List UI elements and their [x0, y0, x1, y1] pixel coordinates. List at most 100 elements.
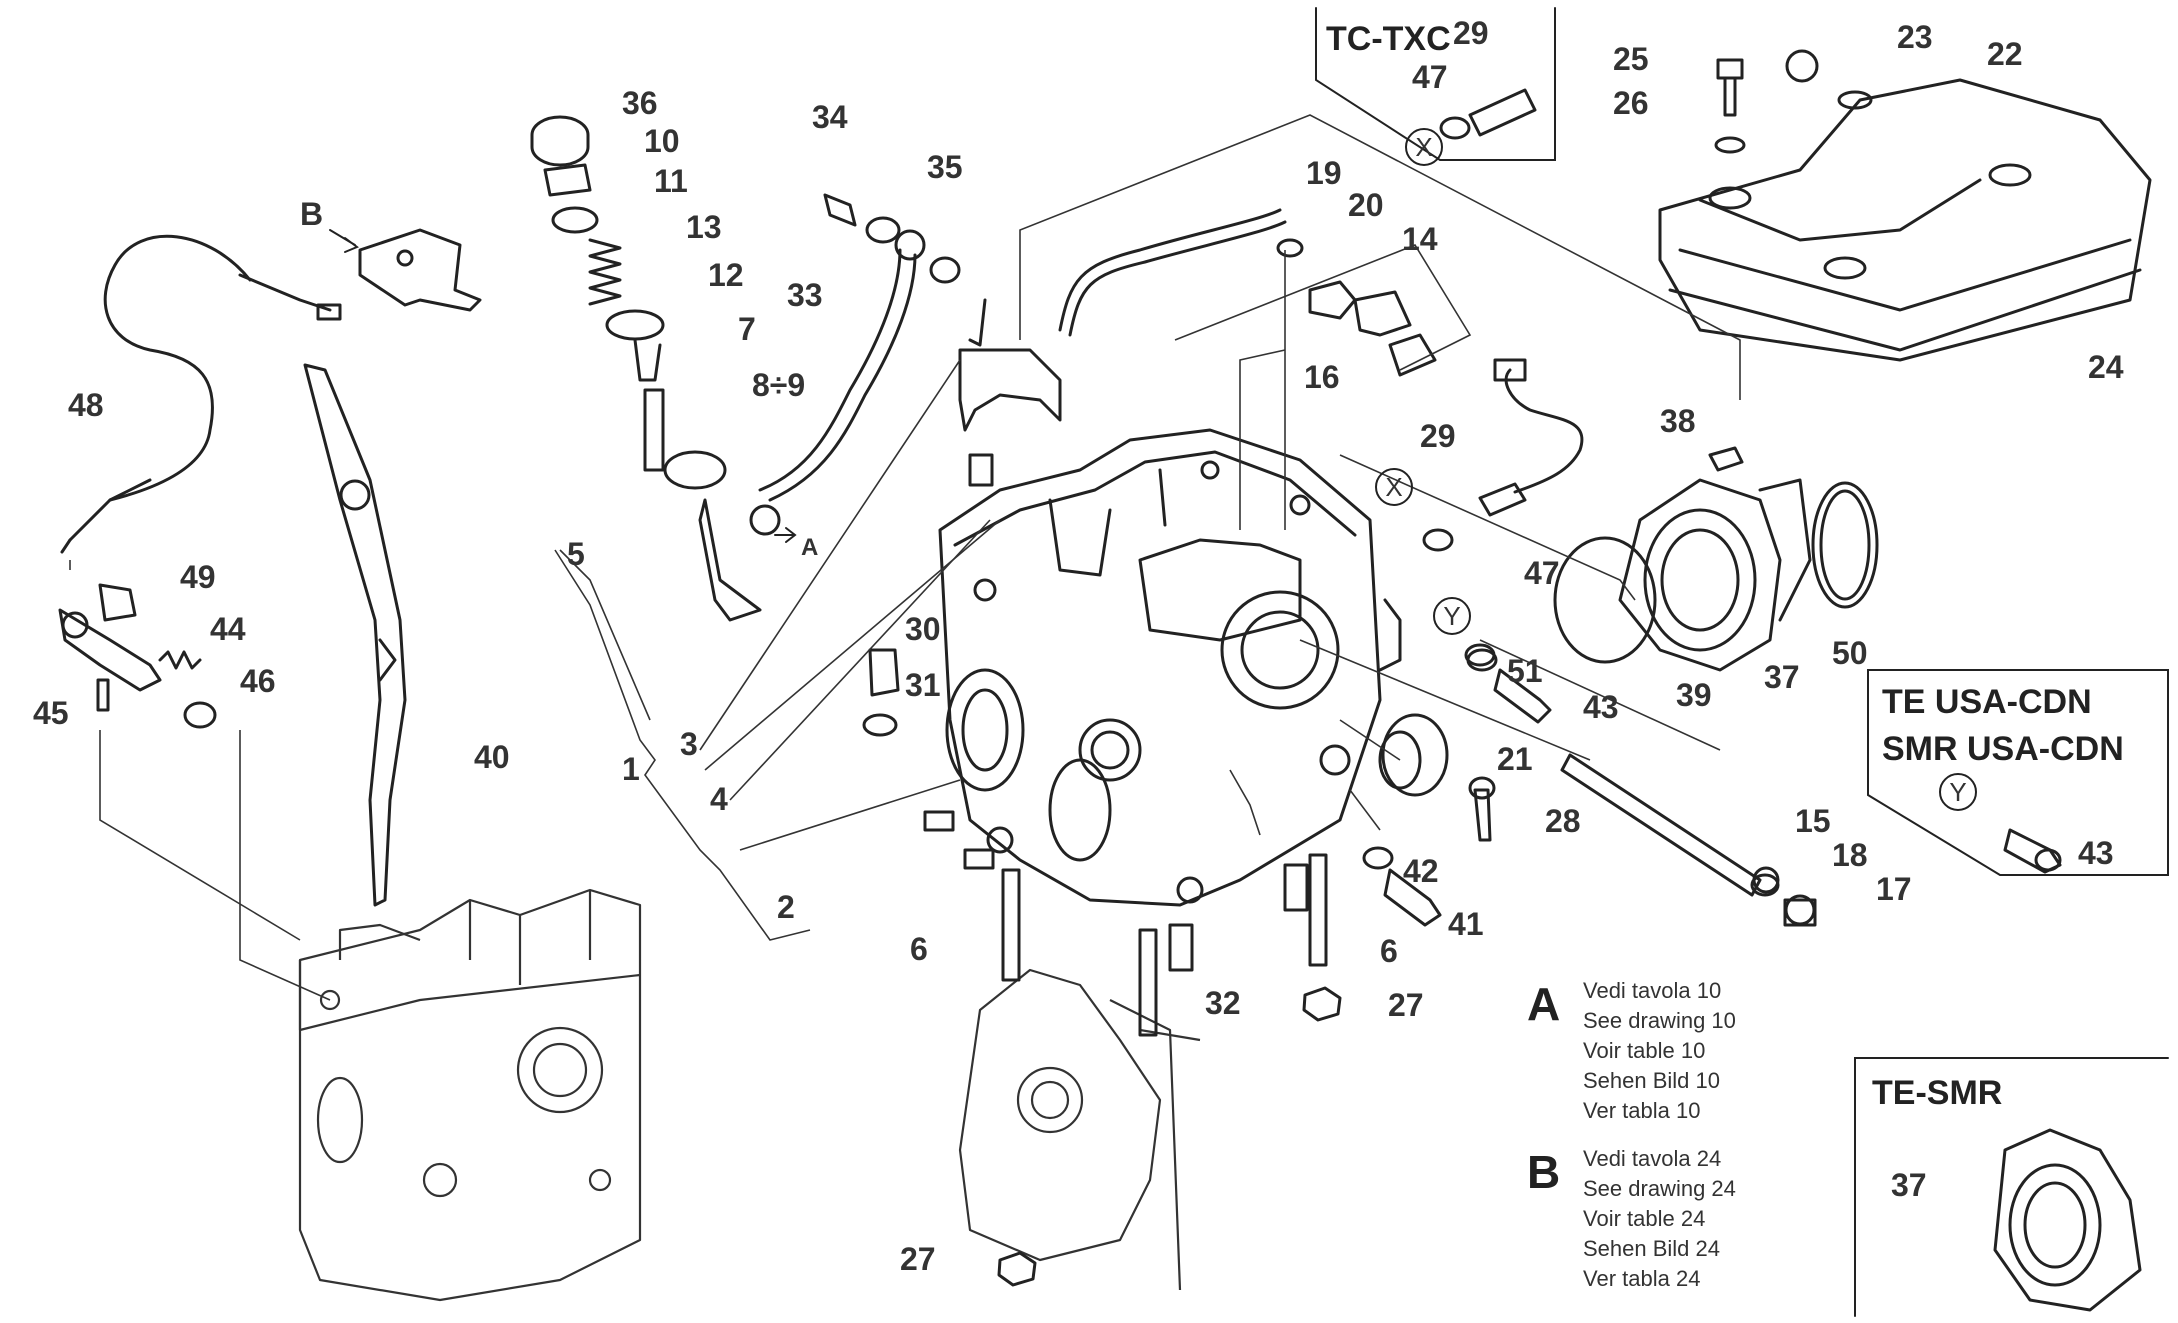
dowels-32	[1168, 863, 1309, 972]
svg-text:Y: Y	[1443, 601, 1460, 631]
callout-4: 4	[710, 781, 728, 817]
svg-text:See drawing 10: See drawing 10	[1583, 1008, 1736, 1033]
callout-24: 24	[2088, 349, 2124, 385]
callout-21: 21	[1497, 741, 1533, 777]
callout-44: 44	[210, 611, 246, 647]
bolt-41	[1362, 846, 1442, 927]
callout-20: 20	[1348, 187, 1384, 223]
callout-32: 32	[1205, 985, 1241, 1021]
temp-sensor-29	[1478, 358, 1584, 517]
callout-29a: 29	[1453, 15, 1489, 51]
callout-49: 49	[180, 559, 216, 595]
svg-text:B: B	[300, 196, 323, 232]
shaft-15	[1560, 753, 1816, 926]
callout-3: 3	[680, 726, 698, 762]
callout-45: 45	[33, 695, 69, 731]
callout-22: 22	[1987, 36, 2023, 72]
callout-27a: 27	[1388, 987, 1424, 1023]
svg-text:X: X	[1415, 132, 1432, 162]
plugs-2	[923, 810, 995, 870]
spring-44-washer-46-pin-45	[96, 650, 217, 729]
svg-text:Vedi tavola 24: Vedi tavola 24	[1583, 1146, 1721, 1171]
callout-29b: 29	[1420, 418, 1456, 454]
decompressor-shaft-49	[58, 583, 162, 692]
callout-33: 33	[787, 277, 823, 313]
callout-35: 35	[927, 149, 963, 185]
reference-letter-b: B	[1527, 1146, 1560, 1198]
bracket-b	[358, 228, 482, 312]
callout-10: 10	[644, 123, 680, 159]
nuts-27	[997, 986, 1342, 1287]
callout-43b: 43	[2078, 835, 2114, 871]
callout-25: 25	[1613, 41, 1649, 77]
svg-text:Voir table 24: Voir table 24	[1583, 1206, 1705, 1231]
callout-37b: 37	[1891, 1167, 1927, 1203]
callout-40: 40	[474, 739, 510, 775]
tc-txc-sensor-29	[1439, 88, 1537, 140]
bearing-21	[1378, 713, 1449, 797]
callout-2: 2	[777, 889, 795, 925]
callout-27b: 27	[900, 1241, 936, 1277]
variant-box-te-smr: TE-SMR	[1854, 1057, 2169, 1317]
variant-label-tc-txc: TC-TXC	[1326, 20, 1451, 58]
svg-text:Sehen Bild 24: Sehen Bild 24	[1583, 1236, 1720, 1261]
part-callouts: 1 2 3 4 5 6 6 7 8÷9 10 11 12 13 14 15 16…	[33, 15, 2124, 1277]
callout-38: 38	[1660, 403, 1696, 439]
callout-6a: 6	[910, 931, 928, 967]
callout-11: 11	[654, 163, 688, 199]
callout-39: 39	[1676, 677, 1712, 713]
variant-label-smr-usa-cdn: SMR USA-CDN	[1882, 730, 2124, 768]
callout-47b: 47	[1524, 555, 1560, 591]
callout-19: 19	[1306, 155, 1342, 191]
callout-46: 46	[240, 663, 276, 699]
variant-box-tc-txc: TC-TXC	[1315, 7, 1556, 161]
clips-14-16	[1308, 280, 1437, 377]
valve-cover-bolt-25-26	[1714, 49, 1819, 154]
reference-note-b: B Vedi tavola 24 See drawing 24 Voir tab…	[1527, 1146, 1736, 1291]
callout-14: 14	[1402, 221, 1438, 257]
svg-text:Ver tabla 24: Ver tabla 24	[1583, 1266, 1700, 1291]
cylinder-head-ghost-drawing	[298, 888, 642, 1302]
valve-train	[530, 115, 762, 622]
te-smr-intake-37	[1993, 1128, 2142, 1312]
callout-34: 34	[812, 99, 848, 135]
svg-text:See drawing 24: See drawing 24	[1583, 1176, 1736, 1201]
hose-clamp-50	[1811, 481, 1879, 609]
callout-28: 28	[1545, 803, 1581, 839]
bolt-28	[1468, 776, 1496, 842]
callout-7: 7	[738, 311, 756, 347]
plug-38	[1708, 446, 1744, 472]
intake-manifold-37	[1618, 478, 1812, 672]
callout-41: 41	[1448, 906, 1484, 942]
callout-13: 13	[686, 209, 722, 245]
chain-tensioner-guide-40	[303, 363, 407, 907]
cam-cap-and-dowels	[958, 298, 1062, 487]
o-ring-39	[1553, 536, 1657, 664]
leader-lines	[69, 114, 1741, 1001]
callout-1: 1	[622, 751, 640, 787]
cylinder-head-main	[938, 428, 1402, 907]
usa-cdn-bolt-43	[2003, 828, 2062, 874]
svg-text:Y: Y	[1949, 777, 1966, 807]
callout-36: 36	[622, 85, 658, 121]
callout-47a: 47	[1412, 59, 1448, 95]
callout-15: 15	[1795, 803, 1831, 839]
callout-23: 23	[1897, 19, 1933, 55]
variant-label-te-smr: TE-SMR	[1872, 1074, 2002, 1112]
reference-letter-a: A	[1527, 978, 1560, 1030]
svg-text:X: X	[1385, 472, 1402, 502]
callout-43a: 43	[1583, 689, 1619, 725]
grommet-30-31	[862, 648, 900, 737]
callout-51: 51	[1507, 653, 1543, 689]
marker-x-tc-txc: X	[1405, 128, 1443, 166]
reference-note-a: A Vedi tavola 10 See drawing 10 Voir tab…	[1527, 978, 1736, 1123]
callout-18: 18	[1832, 837, 1868, 873]
variant-label-te-usa-cdn: TE USA-CDN	[1882, 683, 2092, 721]
callout-6b: 6	[1380, 933, 1398, 969]
callout-30: 30	[905, 611, 941, 647]
studs-6	[1001, 853, 1328, 1037]
oil-line-33	[749, 193, 961, 536]
callout-12: 12	[708, 257, 744, 293]
svg-text:Voir table 10: Voir table 10	[1583, 1038, 1705, 1063]
